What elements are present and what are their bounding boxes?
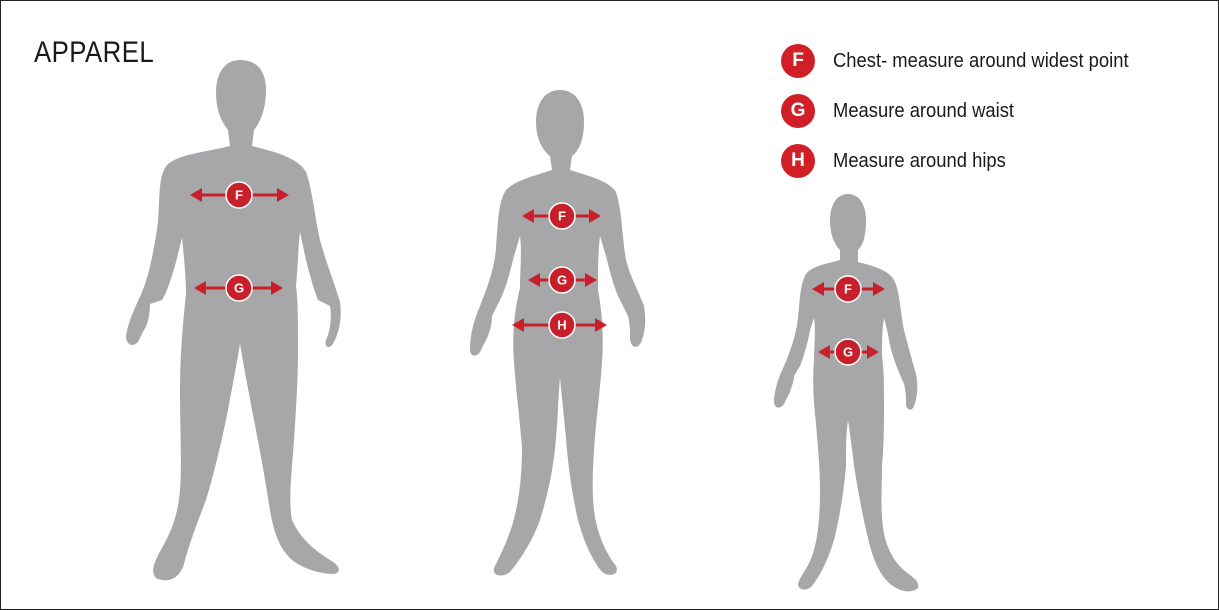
woman-marker-f-label: F bbox=[558, 209, 566, 224]
man-figure: F G bbox=[126, 60, 341, 580]
man-marker-f-label: F bbox=[235, 188, 243, 203]
child-figure: F G bbox=[774, 194, 918, 591]
child-marker-g-label: G bbox=[843, 345, 853, 360]
man-silhouette bbox=[126, 60, 341, 580]
child-marker-f-label: F bbox=[844, 282, 852, 297]
woman-marker-h-label: H bbox=[557, 318, 566, 333]
woman-marker-g-label: G bbox=[557, 273, 567, 288]
woman-figure: F G H bbox=[470, 90, 645, 575]
child-silhouette bbox=[774, 194, 918, 591]
man-marker-g-label: G bbox=[234, 281, 244, 296]
